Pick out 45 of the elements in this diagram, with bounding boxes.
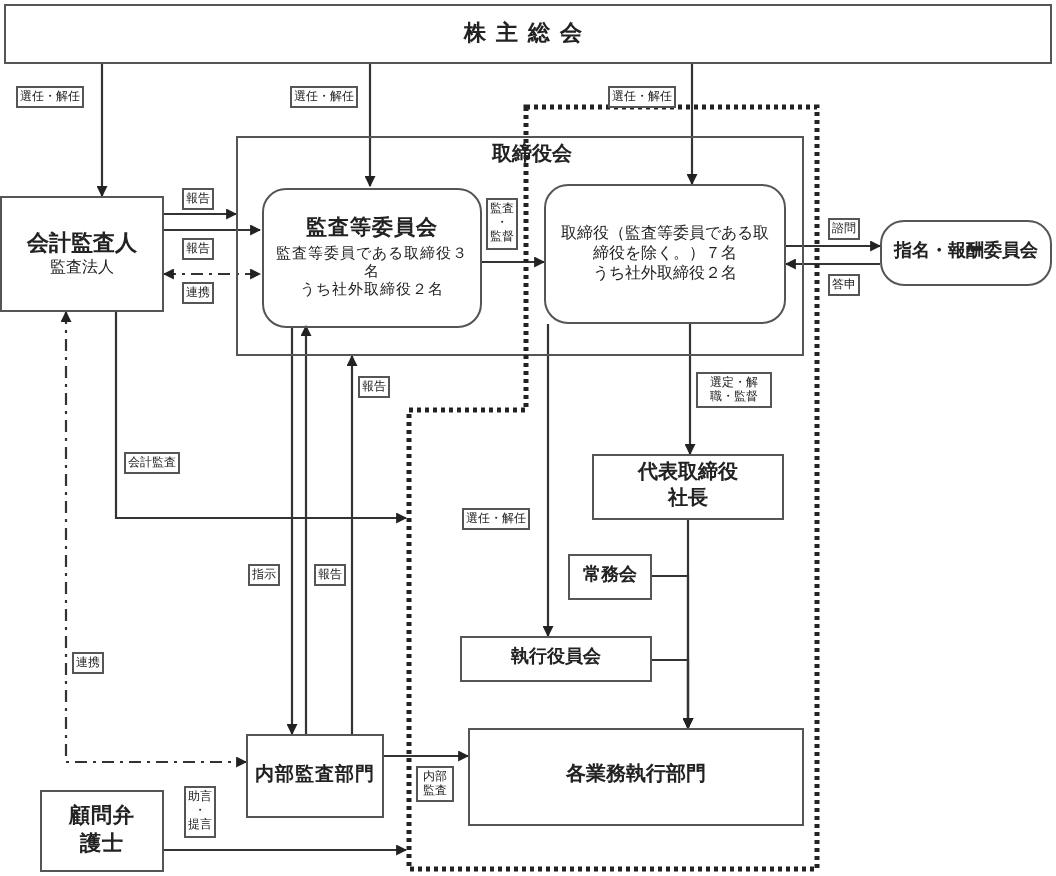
arrow	[384, 750, 470, 762]
arrow	[786, 240, 882, 252]
node-label: 顧問弁護士	[68, 804, 136, 858]
arrow	[162, 268, 262, 280]
arrow	[684, 324, 696, 456]
committee-box	[880, 220, 1052, 286]
arrow	[164, 224, 262, 236]
node-label: 常務会	[583, 565, 637, 589]
node-subtext: 監査法人	[50, 257, 114, 278]
node-label: 監査等委員会	[306, 216, 438, 243]
arrow	[480, 256, 546, 268]
node-label: 各業務執行部門	[566, 764, 706, 790]
arrow	[286, 326, 298, 736]
committee-box	[262, 188, 482, 328]
president-box	[592, 454, 784, 520]
meeting-box	[4, 4, 1052, 64]
directors-box	[544, 184, 786, 324]
board-box	[236, 136, 804, 356]
council-box	[568, 554, 652, 600]
arrow	[652, 658, 694, 730]
arrow	[164, 208, 238, 220]
arrow	[60, 310, 248, 768]
node-label: 執行役員会	[511, 647, 601, 671]
node-label: 取締役（監査等委員である取締役を除く。）７名	[559, 224, 771, 264]
arrow	[96, 64, 108, 198]
department-box	[468, 728, 804, 826]
arrow	[784, 258, 880, 270]
arrow	[114, 312, 408, 524]
arrow	[300, 324, 312, 734]
node-subtext: 社長	[668, 487, 708, 512]
node-label: 指名・報酬委員会	[894, 241, 1038, 265]
arrow	[364, 64, 376, 188]
auditor-box	[0, 196, 164, 312]
arrow	[686, 64, 698, 186]
node-label: 会計監査人	[27, 230, 137, 258]
node-label: 内部監査部門	[255, 764, 375, 788]
council-box	[460, 636, 652, 682]
arrow	[542, 324, 554, 638]
department-box	[246, 734, 384, 818]
node-subtext: うち社外取締役２名	[593, 264, 737, 284]
advisor-box	[40, 790, 164, 872]
node-label: 代表取締役	[638, 462, 738, 487]
arrow	[346, 354, 358, 734]
node-label: 株主総会	[464, 20, 592, 48]
arrow	[164, 844, 408, 856]
